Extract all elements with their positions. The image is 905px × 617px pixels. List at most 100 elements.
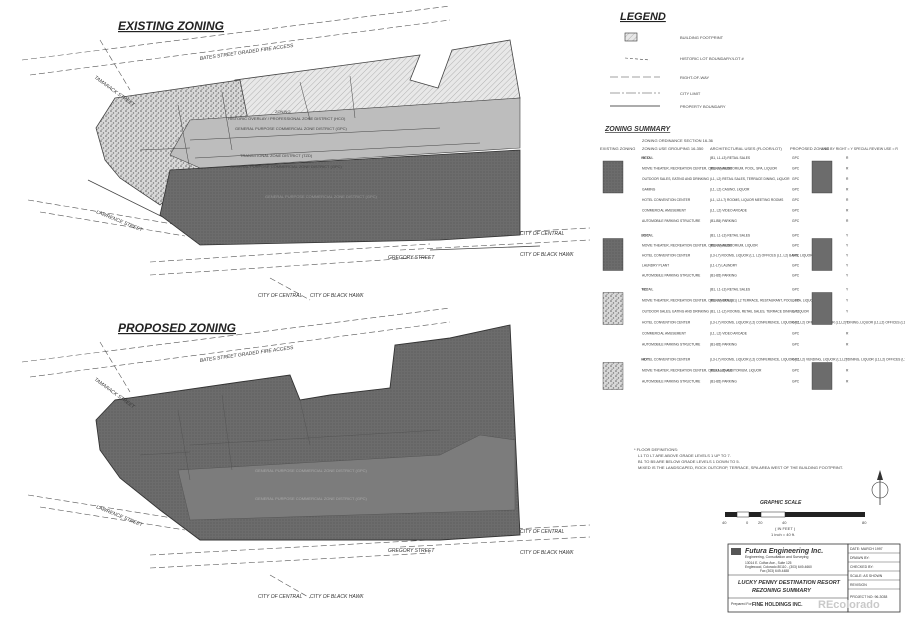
summary-cell-flag: R xyxy=(846,369,849,373)
proposed-zone-label-2: GENERAL PURPOSE COMMERCIAL ZONE DISTRICT… xyxy=(255,496,368,501)
summary-cell-arch: (L1, L2-L7) ROOMS, LIQUOR MEETING ROOMS xyxy=(710,198,784,202)
title-block: Futura Engineering Inc. Engineering, Con… xyxy=(727,543,901,613)
summary-cell-use: MOVIE THEATER, RECREATION CENTER, OPERA … xyxy=(642,299,733,303)
summary-cell-arch: (B1, L1-L3) RETAIL SALES xyxy=(710,288,751,292)
existing-zone-label-5: GENERAL PURPOSE COMMERCIAL ZONE DISTRICT… xyxy=(230,164,343,169)
scale-tick-label: 40 xyxy=(722,520,727,525)
city-black-hawk-existing-east: CITY OF BLACK HAWK xyxy=(520,252,574,258)
summary-cell-use: MOVIE THEATER, RECREATION CENTER, OPERA … xyxy=(642,369,733,373)
zone-tzd-area xyxy=(169,97,521,169)
scale-tick-label: 20 xyxy=(758,520,763,525)
summary-cell-arch: (B1, L1-L3) RETAIL SALES xyxy=(710,156,751,160)
summary-cell-use: OUTDOOR SALES, EATING AND DRINKING xyxy=(642,310,709,314)
title-checked: CHECKED BY: xyxy=(850,565,874,569)
summary-cell-use: RETAIL xyxy=(642,288,653,292)
summary-cell-flag: Y xyxy=(846,299,849,303)
city-black-hawk-proposed-east: CITY OF BLACK HAWK xyxy=(520,550,574,556)
scale-tick-label: 40 xyxy=(782,520,787,525)
summary-cell-flag: R xyxy=(846,380,849,384)
summary-cell-prop: GPC xyxy=(792,299,800,303)
street-gregory-proposed: GREGORY STREET xyxy=(388,548,435,554)
summary-cell-flag: Y xyxy=(846,244,849,248)
summary-cell-arch: (L1, L2) CASINO, LIQUOR xyxy=(710,188,750,192)
proposed-zone-label-1: GENERAL PURPOSE COMMERCIAL ZONE DISTRICT… xyxy=(255,468,368,473)
north-arrow-icon xyxy=(871,470,889,505)
scale-title: GRAPHIC SCALE xyxy=(760,500,802,506)
legend-item-property: PROPERTY BOUNDARY xyxy=(680,104,726,109)
summary-cell-arch: (B1-B5) PARKING xyxy=(710,274,737,278)
summary-cell-prop: GPC xyxy=(792,198,800,202)
title-scale: SCALE: AS SHOWN xyxy=(850,574,883,578)
street-gregory-existing: GREGORY STREET xyxy=(388,255,435,261)
summary-cell-use: HOTEL CONVENTION CENTER xyxy=(642,358,691,362)
summary-cell-prop: GPC xyxy=(792,332,800,336)
summary-cell-use: LAUNDRY PLANT xyxy=(642,264,669,268)
legend-item-city: CITY LIMIT xyxy=(680,91,701,96)
existing-zone-swatch xyxy=(602,362,624,390)
summary-cell-flag: Y xyxy=(846,274,849,278)
company-city: Englewood, Colorado 80110 - (303) 649-46… xyxy=(745,565,812,569)
summary-cell-use: OUTDOOR SALES, EATING AND DRINKING xyxy=(642,177,709,181)
summary-cell-prop: GPC xyxy=(792,254,800,258)
summary-cell-prop: GPC xyxy=(792,321,800,325)
prepared-for-label: Prepared For: xyxy=(731,602,753,606)
summary-cell-arch: (B1,L1,L2) AUDITORIUM, LIQUOR xyxy=(710,369,762,373)
proposed-zone-swatch xyxy=(811,238,833,271)
street-bates-proposed: BATES STREET GRADED FIRE ACCESS xyxy=(199,345,294,364)
summary-cell-prop: GPC xyxy=(792,288,800,292)
title-project-no: PROJECT NO: 96-3038 xyxy=(850,595,887,599)
summary-cell-use: HOTEL CONVENTION CENTER xyxy=(642,198,691,202)
summary-cell-prop: GPC xyxy=(792,219,800,223)
legend-item-footprint: BUILDING FOOTPRINT xyxy=(680,35,724,40)
summary-cell-use: RETAIL xyxy=(642,156,653,160)
summary-cell-flag: R xyxy=(846,209,849,213)
summary-cell-prop: GPC xyxy=(792,380,800,384)
summary-cell-prop: GPC xyxy=(792,310,800,314)
summary-cell-flag: Y xyxy=(846,264,849,268)
summary-cell-use: RETAIL xyxy=(642,234,653,238)
summary-cell-arch: (B1-B5) PARKING xyxy=(710,380,737,384)
proposed-zone-swatch xyxy=(811,362,833,390)
zoning-summary: ZONING SUMMARY ZONING ORDINANCE SECTION … xyxy=(600,126,905,470)
summary-cell-prop: GPC xyxy=(792,358,800,362)
existing-zone-label-6: GENERAL PURPOSE COMMERCIAL ZONE DISTRICT… xyxy=(265,194,378,199)
zoning-summary-title: ZONING SUMMARY xyxy=(604,126,672,133)
summary-cell-use: AUTOMOBILE PARKING STRUCTURE xyxy=(642,274,701,278)
summary-cell-arch: (L1-L7) LAUNDRY xyxy=(710,264,738,268)
summary-cell-prop: GPC xyxy=(792,369,800,373)
note-line-1: L1 TO L7 ARE ABOVE GRADE LEVELS 1 UP TO … xyxy=(638,453,731,458)
summary-cell-prop: GPC xyxy=(792,264,800,268)
summary-cell-flag: Y xyxy=(846,288,849,292)
summary-cell-arch: (L3-L7) ROOMS, LIQUOR (L2) CONFERENCE, L… xyxy=(710,358,905,362)
summary-cell-use: COMMERCIAL AMUSEMENT xyxy=(642,209,686,213)
note-line-3: MIXED IS THE LANDSCAPED, ROCK OUTCROP, T… xyxy=(638,465,843,470)
legend-title: LEGEND xyxy=(620,11,666,23)
summary-cell-prop: GPC xyxy=(792,209,800,213)
group-code: TZL xyxy=(641,287,649,292)
summary-cell-use: AUTOMOBILE PARKING STRUCTURE xyxy=(642,380,701,384)
summary-cell-use: AUTOMOBILE PARKING STRUCTURE xyxy=(642,219,701,223)
project-name: LUCKY PENNY DESTINATION RESORT xyxy=(738,580,841,586)
summary-cell-use: MOVIE THEATER, RECREATION CENTER, OPERA … xyxy=(642,244,733,248)
summary-cell-arch: (B1, L1-L2) ROOMS, RETAIL SALES, TERRACE… xyxy=(710,310,809,314)
summary-cell-arch: (L1, L2) RETAIL SALES, TERRACE DINING, L… xyxy=(710,177,790,181)
note-line-2: B1 TO B5 ARE BELOW GRADE LEVELS 1 DOWN T… xyxy=(638,459,740,464)
street-lawrence-existing: LAWRENCE STREET xyxy=(95,209,144,233)
summary-cell-flag: R xyxy=(846,219,849,223)
summary-cell-prop: GPC xyxy=(792,177,800,181)
existing-zoning-plan: EXISTING ZONING xyxy=(21,5,591,301)
summary-cell-flag: R xyxy=(846,177,849,181)
summary-cell-flag: Y xyxy=(846,358,849,362)
summary-cell-use: HOTEL CONVENTION CENTER xyxy=(642,321,691,325)
sheet-name: REZONING SUMMARY xyxy=(752,588,812,594)
summary-cell-arch: (L3-L7) ROOMS, LIQUOR (L2) CONFERENCE, L… xyxy=(710,321,905,325)
scale-tick-label: 0 xyxy=(746,520,749,525)
street-bates-existing: BATES STREET GRADED FIRE ACCESS xyxy=(199,43,294,62)
existing-zone-label-4: TRANSITIONAL ZONE DISTRICT (TZD) xyxy=(240,153,313,158)
legend-swatch-footprint xyxy=(624,32,638,42)
summary-cell-arch: (B1, L1-L3) RETAIL SALES xyxy=(710,234,751,238)
title-drawn: DRAWN BY: xyxy=(850,556,870,560)
summary-cell-use: GAMING xyxy=(642,188,656,192)
group-code: LOC xyxy=(641,233,649,238)
